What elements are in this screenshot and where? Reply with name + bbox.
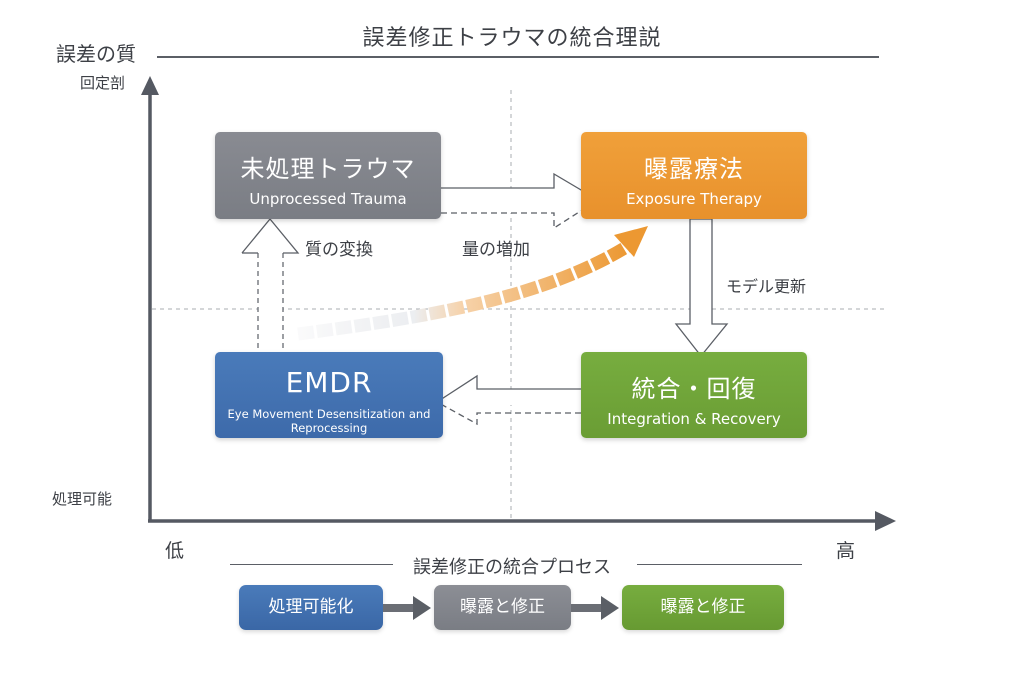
process-title-line-left — [230, 564, 393, 565]
process-arrow-icon — [383, 596, 431, 620]
edge-label-quality-transform: 質の変換 — [305, 240, 373, 260]
arrow-exposure-to-integration — [674, 218, 729, 358]
node-jp-label: EMDR — [285, 366, 373, 399]
edge-label-model-update: モデル更新 — [726, 277, 807, 296]
arrow-emdr-to-unprocessed — [241, 217, 300, 353]
y-axis-arrowhead — [141, 76, 159, 95]
process-arrow-icon — [571, 596, 619, 620]
process-title-line-right — [637, 564, 802, 565]
y-axis-title: 誤差の質 — [56, 42, 136, 66]
node-en-label: Unprocessed Trauma — [249, 190, 407, 208]
node-exposure-therapy[interactable]: 曝露療法 Exposure Therapy — [581, 132, 807, 219]
arrow-integration-to-emdr — [436, 374, 581, 426]
x-axis-high-label: 高 — [836, 540, 856, 562]
y-axis-top-label: 回定剖 — [80, 74, 126, 92]
edge-label-quantity-increase: 量の増加 — [462, 240, 530, 260]
x-axis-arrowhead — [875, 511, 896, 531]
node-emdr[interactable]: EMDR Eye Movement Desensitization and Re… — [215, 352, 443, 438]
node-jp-label: 曝露療法 — [644, 155, 744, 183]
node-jp-label: 未処理トラウマ — [240, 155, 416, 183]
x-axis-low-label: 低 — [165, 540, 185, 562]
process-title: 誤差修正の統合プロセス — [413, 557, 611, 578]
process-step-3[interactable]: 曝露と修正 — [622, 585, 784, 630]
node-jp-label: 統合・回復 — [631, 375, 757, 403]
node-unprocessed-trauma[interactable]: 未処理トラウマ Unprocessed Trauma — [215, 132, 441, 219]
node-en-label: Integration & Recovery — [607, 410, 781, 428]
curved-arrow-emdr-to-exposure — [297, 226, 648, 341]
process-step-1[interactable]: 処理可能化 — [239, 585, 383, 630]
diagram-title: 誤差修正トラウマの統合理説 — [362, 26, 662, 51]
node-en-label: Eye Movement Desensitization and Reproce… — [227, 407, 431, 435]
node-en-label: Exposure Therapy — [626, 190, 762, 208]
arrow-unprocessed-to-exposure — [441, 172, 599, 230]
y-axis-bottom-label: 処理可能 — [52, 490, 113, 508]
node-integration-recovery[interactable]: 統合・回復 Integration & Recovery — [581, 352, 807, 438]
title-underline — [157, 56, 879, 58]
process-step-2[interactable]: 曝露と修正 — [434, 585, 571, 630]
